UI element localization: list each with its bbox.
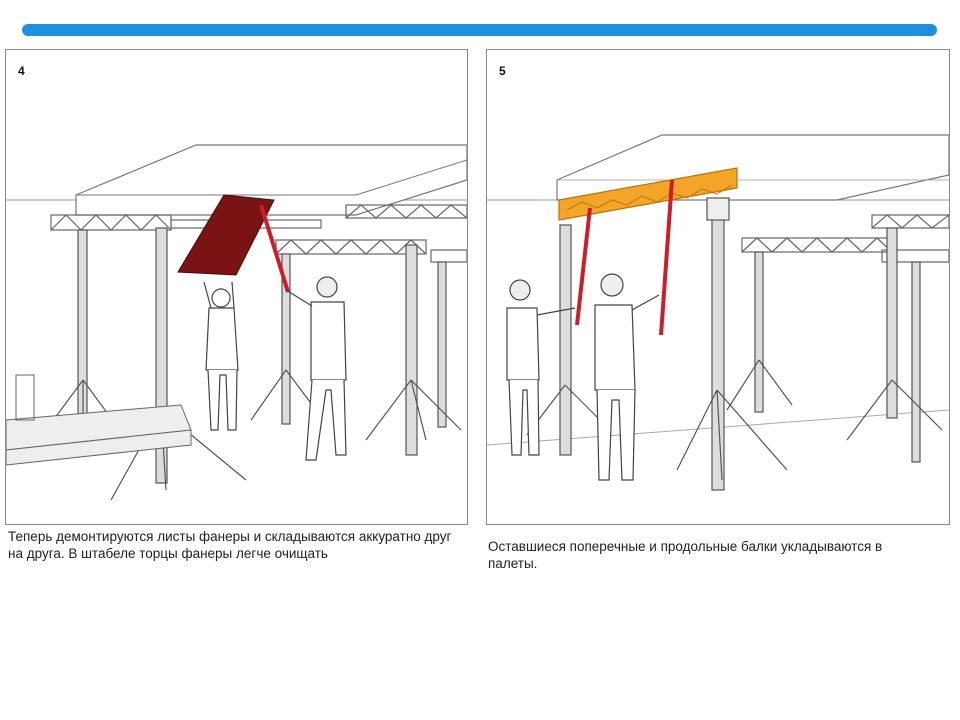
formwork-illustration-5 <box>487 134 949 491</box>
step-number: 4 <box>18 64 25 78</box>
step-number: 5 <box>499 64 506 78</box>
caption-panel-4: Теперь демонтируются листы фанеры и скла… <box>8 529 452 561</box>
header-accent-bar <box>22 24 937 36</box>
illustration-panel-5: 5 <box>486 49 950 525</box>
formwork-illustration-4 <box>6 144 467 501</box>
illustration-panel-4: 4 <box>5 49 468 525</box>
caption-panel-5: Оставшиеся поперечные и продольные балки… <box>488 539 883 571</box>
